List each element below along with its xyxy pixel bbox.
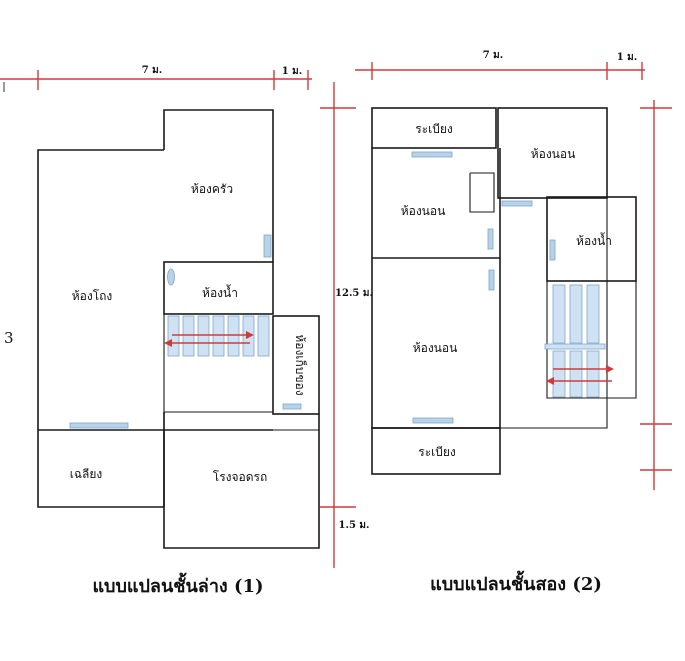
- upper-bathroom-label: ห้องน้ำ: [576, 232, 612, 248]
- ground-floor-plan: 7 ม. 1 ม.: [0, 65, 373, 597]
- upper-width-main-label: 7 ม.: [483, 50, 504, 61]
- upper-bedroom-right-label: ห้องนอน: [531, 147, 576, 161]
- ground-top-dimension: 7 ม. 1 ม.: [0, 65, 312, 90]
- upper-right-dimension: [640, 100, 672, 490]
- ground-stairs: [164, 315, 270, 357]
- ground-floor-caption: แบบแปลนชั้นล่าง (1): [92, 572, 263, 597]
- ground-kitchen-label: ห้องครัว: [191, 182, 233, 196]
- upper-walls: [371, 107, 637, 475]
- ground-bathroom-label: ห้องน้ำ: [202, 284, 238, 300]
- ground-porch-label: เฉลียง: [70, 467, 103, 481]
- upper-top-dimension: 7 ม. 1 ม.: [355, 50, 645, 80]
- upper-balcony-top-label: ระเบียง: [415, 122, 453, 136]
- ground-living-label: ห้องโถง: [72, 289, 113, 303]
- upper-bedroom-left-bottom-label: ห้องนอน: [413, 341, 458, 355]
- ground-walls: [37, 109, 320, 549]
- ground-width-main-label: 7 ม.: [142, 65, 163, 76]
- upper-balcony-bottom-label: ระเบียง: [418, 445, 456, 459]
- ground-width-side-label: 1 ม.: [282, 66, 303, 77]
- height-label: 12.5 ม.: [335, 288, 373, 299]
- upper-width-side-label: 1 ม.: [617, 52, 638, 63]
- extension-label: 1.5 ม.: [339, 520, 370, 531]
- ground-storage-label: ห้องเก็บของ: [293, 334, 308, 395]
- upper-bedroom-left-top-label: ห้องนอน: [401, 204, 446, 218]
- ground-garage-label: โรงจอดรถ: [213, 470, 268, 484]
- left-edge-number: 3: [4, 329, 14, 347]
- height-dimension: 12.5 ม. 1.5 ม.: [320, 82, 373, 568]
- upper-floor-plan: 7 ม. 1 ม.: [355, 50, 672, 595]
- upper-floor-caption: แบบแปลนชั้นสอง (2): [430, 570, 602, 595]
- upper-stairs: [544, 284, 614, 398]
